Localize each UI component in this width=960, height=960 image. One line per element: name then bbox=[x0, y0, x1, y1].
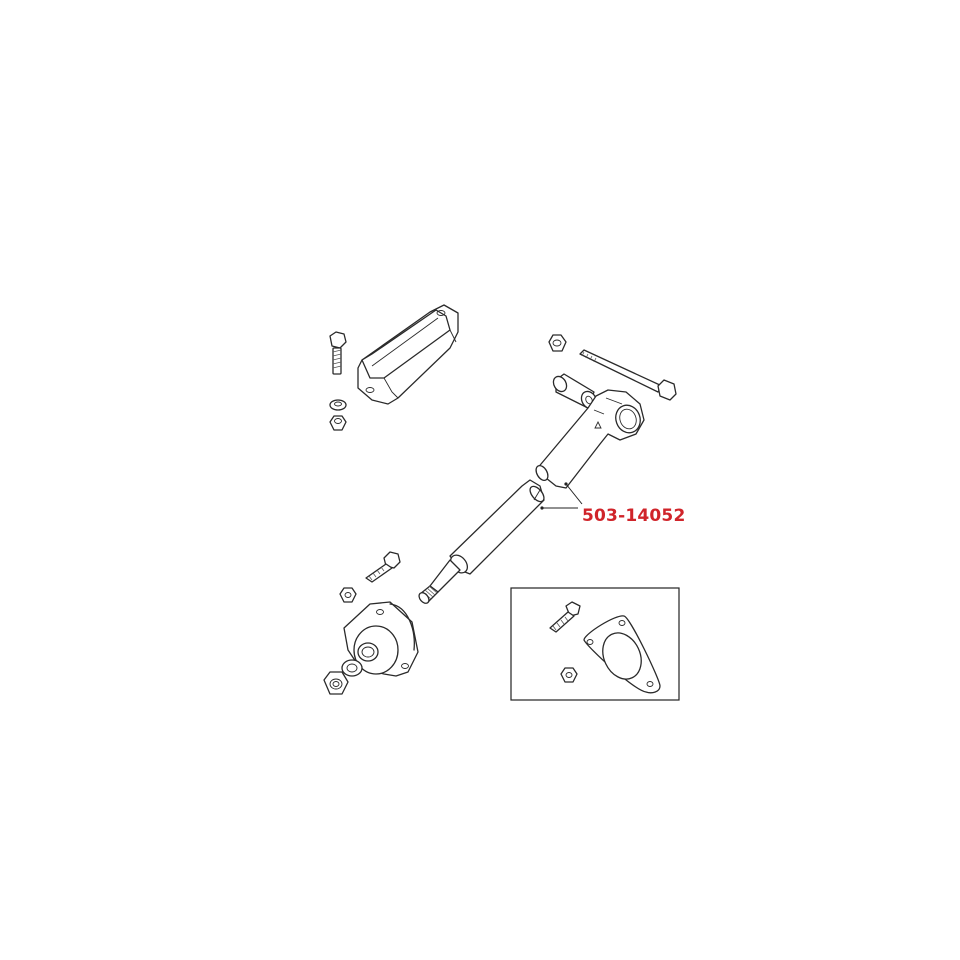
flanged-bush-housing bbox=[343, 601, 419, 677]
inset-bolt bbox=[549, 601, 581, 633]
callout-leaders bbox=[540, 482, 583, 510]
inset-detail bbox=[510, 587, 680, 701]
mounting-bush-block bbox=[357, 304, 459, 405]
small-bolt-lower-left bbox=[365, 551, 401, 583]
part-number-callout: 503-14052 bbox=[582, 506, 686, 526]
washer-lower-left bbox=[341, 659, 363, 677]
washer-upper-left bbox=[329, 399, 347, 411]
hex-bolt-upper-left bbox=[329, 331, 347, 375]
long-through-bolt bbox=[579, 349, 677, 401]
nyloc-nut-upper-left bbox=[329, 415, 347, 431]
inset-gasket-plate bbox=[583, 615, 661, 694]
inset-nut bbox=[560, 667, 578, 683]
link-arm-eye-end bbox=[535, 389, 645, 489]
nut-upper-right bbox=[548, 334, 567, 352]
small-nut-lower-left bbox=[339, 587, 357, 603]
nyloc-nut-lower-left bbox=[323, 671, 349, 695]
link-rod-threaded bbox=[418, 479, 545, 604]
